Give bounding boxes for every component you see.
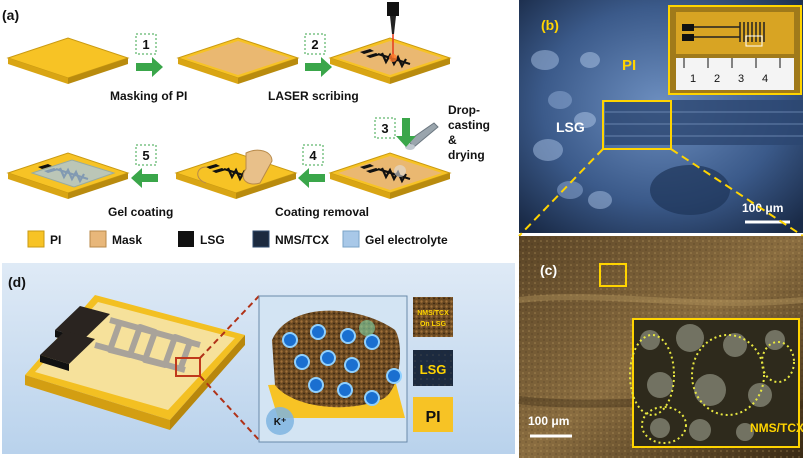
caption-removal: Coating removal bbox=[275, 205, 369, 219]
layer-lsg: LSG bbox=[420, 362, 447, 377]
arrow-left-icon bbox=[131, 168, 158, 188]
device-photo-inset: 1 2 3 4 bbox=[668, 5, 802, 95]
step-4: 4 bbox=[298, 144, 325, 188]
nms-tcx-inset: NMS/TCX bbox=[629, 318, 803, 448]
legend-label: NMS/TCX bbox=[275, 233, 329, 247]
legend: PI Mask LSG NMS/TCX Gel electrolyte bbox=[27, 230, 448, 248]
panel-c-label: (c) bbox=[540, 262, 557, 278]
zoom-line bbox=[199, 295, 260, 359]
panel-d: (d) bbox=[2, 263, 515, 454]
layer-nms-line2: On LSG bbox=[420, 321, 447, 328]
step-5: 5 bbox=[131, 144, 158, 188]
caption-laser: LASER scribing bbox=[268, 89, 359, 103]
zoom-region-box bbox=[175, 357, 201, 377]
panel-b: (b) PI LSG 1 2 3 4 100 μm bbox=[519, 0, 803, 233]
caption-drop3: & bbox=[448, 133, 457, 147]
lsg-label: LSG bbox=[556, 119, 585, 135]
zoom-line bbox=[670, 148, 803, 237]
nms-tcx-label: NMS/TCX bbox=[750, 421, 803, 435]
zoom-line bbox=[518, 148, 604, 237]
zoom-region-box bbox=[599, 263, 627, 287]
layer-legend: NMS/TCX On LSG LSG PI bbox=[413, 297, 453, 432]
caption-masking: Masking of PI bbox=[110, 89, 187, 103]
ruler-tick: 2 bbox=[714, 73, 720, 85]
panel-d-label: (d) bbox=[8, 274, 26, 290]
pi-label: PI bbox=[622, 57, 636, 74]
ion-label: K⁺ bbox=[274, 417, 287, 428]
zoom-region-box bbox=[602, 100, 672, 150]
legend-label: PI bbox=[50, 233, 61, 247]
panel-c: (c) NMS/TCX 100 μm bbox=[518, 236, 803, 458]
arrow-left-icon bbox=[298, 168, 325, 188]
svg-text:2: 2 bbox=[311, 37, 318, 52]
arrow-right-icon bbox=[305, 57, 332, 77]
ruler-tick: 4 bbox=[762, 73, 768, 85]
panel-a: (a) bbox=[2, 2, 490, 248]
device-3d bbox=[25, 295, 245, 430]
step-3: 3 bbox=[374, 117, 416, 147]
chip-gel bbox=[7, 152, 129, 200]
svg-text:4: 4 bbox=[309, 148, 317, 163]
panel-a-label: (a) bbox=[2, 7, 19, 23]
arrow-down-icon bbox=[396, 118, 416, 147]
ion-particles bbox=[282, 324, 402, 406]
svg-text:5: 5 bbox=[142, 148, 149, 163]
step-1: 1 bbox=[135, 33, 163, 77]
chip-laser bbox=[329, 2, 451, 85]
legend-label: Mask bbox=[112, 233, 142, 247]
legend-label: Gel electrolyte bbox=[365, 233, 448, 247]
caption-drop1: Drop- bbox=[448, 103, 480, 117]
legend-label: LSG bbox=[200, 233, 225, 247]
panel-b-label: (b) bbox=[541, 17, 559, 33]
scale-bar-label: 100 μm bbox=[742, 201, 783, 215]
zoom-detail: K⁺ bbox=[258, 295, 408, 443]
ruler-tick: 1 bbox=[690, 73, 696, 85]
caption-gel: Gel coating bbox=[108, 205, 173, 219]
layer-pi: PI bbox=[425, 409, 440, 426]
scale-bar-label: 100 μm bbox=[528, 414, 569, 428]
caption-drop4: drying bbox=[448, 148, 485, 162]
step-2: 2 bbox=[304, 33, 332, 77]
zoom-line bbox=[199, 375, 260, 441]
caption-drop2: casting bbox=[448, 118, 490, 132]
ruler-tick: 3 bbox=[738, 73, 744, 85]
svg-text:3: 3 bbox=[381, 121, 388, 136]
arrow-right-icon bbox=[136, 57, 163, 77]
layer-nms-line1: NMS/TCX bbox=[417, 310, 449, 317]
potassium-ion bbox=[266, 407, 294, 435]
chip-removal bbox=[175, 149, 297, 200]
chip-plain bbox=[7, 37, 129, 85]
chip-dropcast bbox=[329, 122, 451, 200]
chip-masked bbox=[177, 37, 299, 85]
svg-text:1: 1 bbox=[142, 37, 149, 52]
